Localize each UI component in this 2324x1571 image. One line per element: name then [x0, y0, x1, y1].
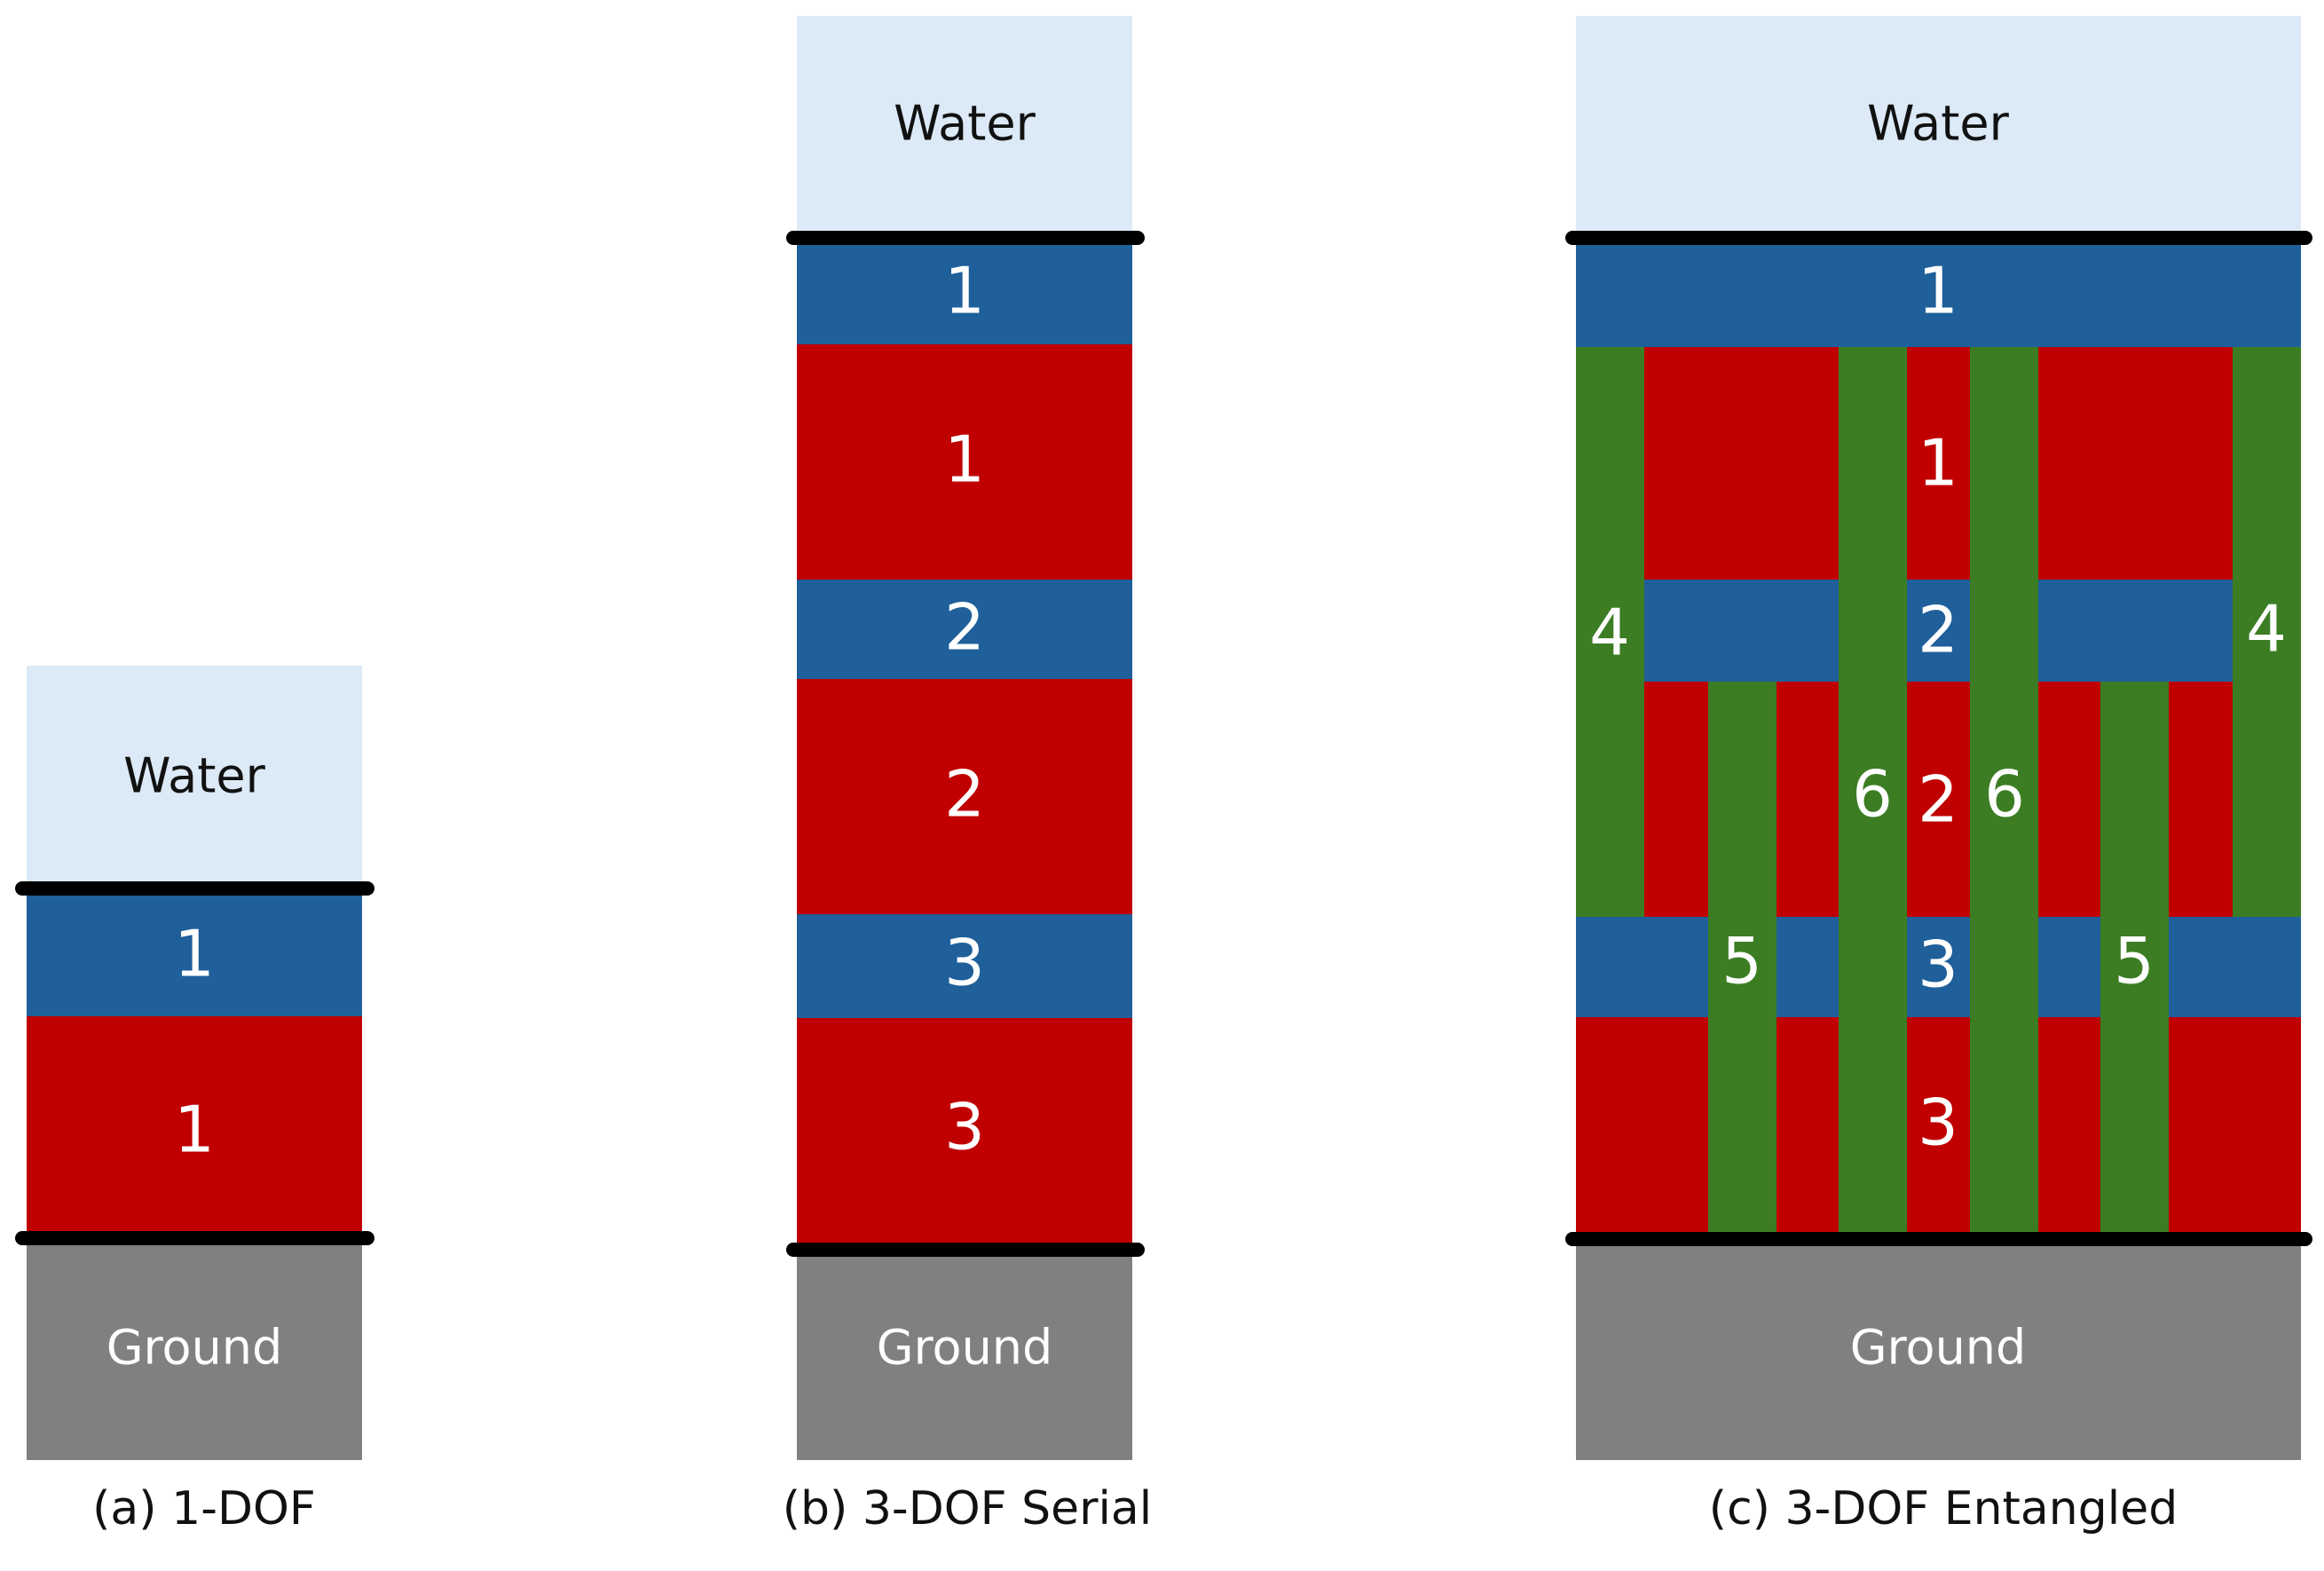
panel-b-blue-label-2: 2: [944, 590, 985, 665]
panel-c-ground-layer: [1576, 1239, 2301, 1460]
panel-c-ground-label: Ground: [1850, 1320, 2027, 1376]
panel-c-red-label-3: 3: [1918, 1085, 1958, 1160]
panel-b-ground-layer: [797, 1247, 1132, 1460]
panel-c-red-label-1: 1: [1918, 426, 1958, 501]
panel-b-caption: (b) 3-DOF Serial: [782, 1482, 1153, 1535]
panel-c-blue-layer-2: [1576, 580, 2301, 682]
panel-b-red-layer-3: [797, 1018, 1132, 1247]
panel-c-green-connector-6-right: [1970, 347, 2038, 1239]
panel-c-red-label-2: 2: [1918, 762, 1958, 837]
panel-c-caption: (c) 3-DOF Entangled: [1708, 1482, 2178, 1535]
panel-c-blue-label-1: 1: [1918, 254, 1958, 328]
panel-a-water-label: Water: [123, 748, 265, 804]
panel-c-red-layer-3: [1576, 1017, 2301, 1239]
panel-b-water-label: Water: [894, 96, 1036, 152]
panel-c-green-connector-4-left: [1576, 347, 1644, 917]
panel-a-water-layer: [27, 666, 362, 888]
panel-b-blue-layer-2: [797, 580, 1132, 679]
panel-c-blue-label-3: 3: [1918, 928, 1958, 1002]
panel-c-green-label-4-right: 4: [2246, 592, 2287, 667]
panel-c-red-layer-1: [1576, 347, 2301, 580]
panel-b-red-layer-2: [797, 679, 1132, 914]
panel-b-blue-label-3: 3: [944, 926, 985, 1000]
panel-b-water-layer: [797, 16, 1132, 238]
panel-c-water-label: Water: [1867, 96, 2009, 152]
panel-b-red-label-1: 1: [944, 422, 985, 497]
panel-c-blue-label-2: 2: [1918, 593, 1958, 667]
panel-b-blue-layer-3: [797, 914, 1132, 1018]
panel-a-caption: (a) 1-DOF: [92, 1482, 316, 1535]
panel-c-blue-layer-3: [1576, 917, 2301, 1017]
panel-b-blue-layer-1: [797, 238, 1132, 344]
panel-c-red-layer-2: [1576, 682, 2301, 917]
panel-a-blue-layer-1: [27, 888, 362, 1016]
panel-a-red-layer-1: [27, 1016, 362, 1238]
panel-c: Water 1 1 2 2 3 3 4 4 5: [1565, 16, 2312, 1460]
panel-a-ground-layer: [27, 1238, 362, 1460]
panel-c-green-label-6-right: 6: [1984, 757, 2025, 832]
panel-c-green-label-5-left: 5: [1721, 924, 1762, 999]
panel-b-ground-label: Ground: [877, 1320, 1053, 1376]
panel-c-green-connector-5-left: [1708, 682, 1776, 1239]
panel-c-green-label-4-left: 4: [1589, 596, 1630, 670]
panel-a-red-label-1: 1: [174, 1093, 215, 1167]
panel-b-blue-label-1: 1: [944, 254, 985, 328]
panel-c-green-connector-4-right: [2233, 347, 2301, 917]
panel-c-blue-layer-1: [1576, 238, 2301, 347]
panel-c-green-label-6-left: 6: [1852, 757, 1893, 832]
panel-b-red-layer-1: [797, 344, 1132, 580]
panel-c-green-connector-5-right: [2100, 682, 2169, 1239]
panel-a-ground-label: Ground: [106, 1320, 283, 1376]
panel-b-red-label-2: 2: [944, 757, 985, 832]
panel-c-green-label-5-right: 5: [2114, 924, 2155, 999]
panel-b-red-label-3: 3: [944, 1090, 985, 1164]
panel-c-water-layer: [1576, 16, 2301, 238]
panel-a-blue-label-1: 1: [174, 917, 215, 991]
panel-c-green-connector-6-left: [1839, 347, 1907, 1239]
panel-b: Water 1 1 2 2 3 3 Ground: [786, 16, 1145, 1460]
panel-a: Water 1 1 Ground: [15, 666, 374, 1460]
